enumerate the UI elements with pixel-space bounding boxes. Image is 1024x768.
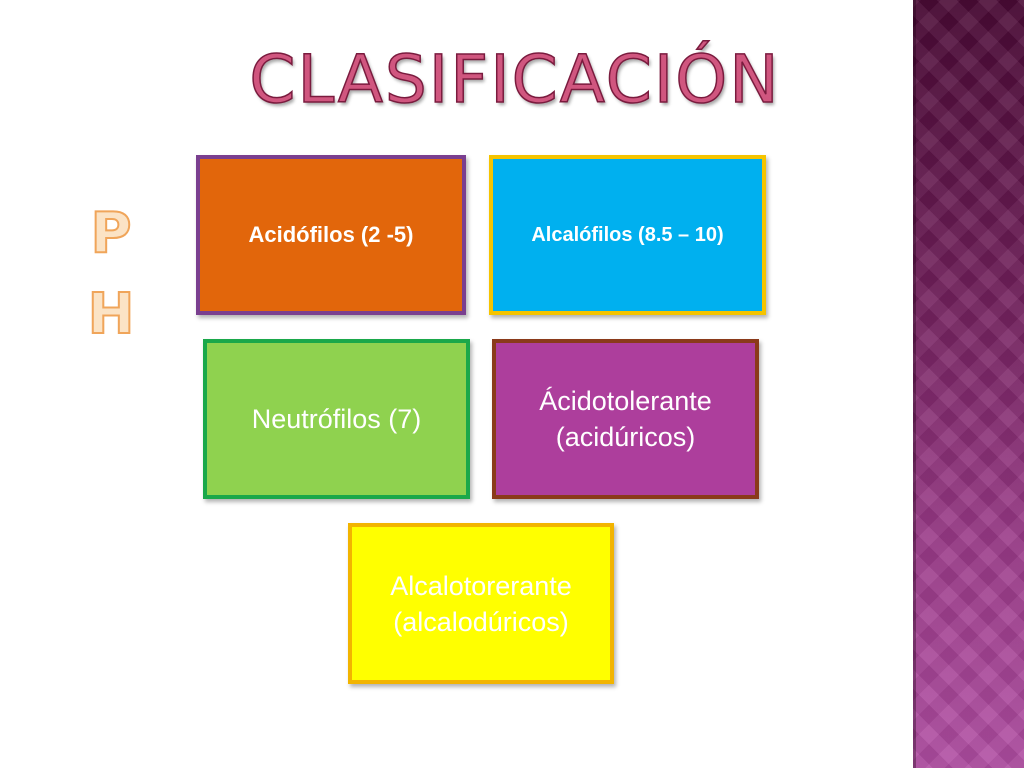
side-label-p: P bbox=[89, 201, 132, 267]
box-neutrofilos: Neutrófilos (7) bbox=[203, 339, 470, 499]
box-alcalofilos-label: Alcalófilos (8.5 – 10) bbox=[531, 223, 724, 246]
box-acidofilos-label: Acidófilos (2 -5) bbox=[248, 222, 414, 247]
box-alcalotolerante-line2: (alcalodúricos) bbox=[393, 606, 569, 637]
box-alcalotolerante-line1: Alcalotorerante bbox=[390, 570, 572, 601]
slide-title: CLASIFICACIÓN bbox=[249, 40, 781, 119]
box-acidotolerante-line2: (acidúricos) bbox=[555, 422, 696, 452]
box-neutrofilos-label: Neutrófilos (7) bbox=[251, 403, 422, 434]
box-acidofilos: Acidófilos (2 -5) bbox=[196, 155, 466, 315]
box-alcalofilos: Alcalófilos (8.5 – 10) bbox=[489, 155, 766, 315]
box-acidotolerante-line1: Ácidotolerante bbox=[539, 386, 712, 416]
box-acidotolerante: Ácidotolerante (acidúricos) bbox=[492, 339, 759, 499]
decorative-side-band bbox=[913, 0, 1024, 768]
side-label-h: H bbox=[87, 282, 136, 348]
box-alcalotolerante: Alcalotorerante (alcalodúricos) bbox=[348, 523, 614, 684]
